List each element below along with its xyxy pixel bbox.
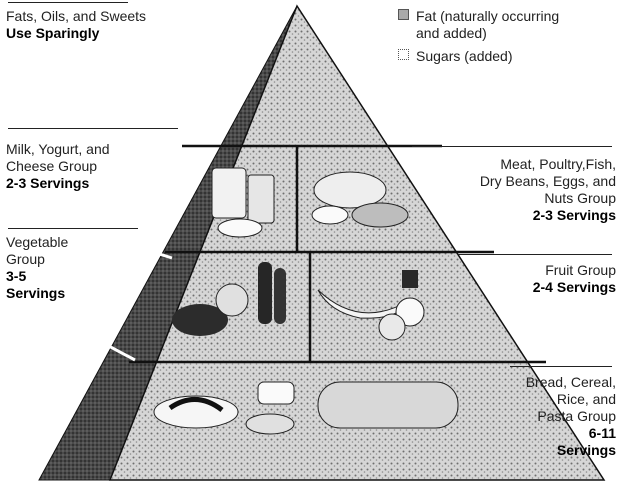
tier-name-line: Dry Beans, Eggs, and bbox=[480, 173, 616, 190]
tier-name-line: Nuts Group bbox=[480, 190, 616, 207]
label-fats-oils-sweets: Fats, Oils, and Sweets Use Sparingly bbox=[6, 8, 146, 42]
legend-fat-line-2: and added) bbox=[398, 25, 559, 42]
rule-vegetable bbox=[8, 228, 138, 229]
rule-meat bbox=[412, 146, 612, 147]
fat-legend-icon bbox=[398, 9, 409, 20]
tier-name-line: Meat, Poultry,Fish, bbox=[480, 156, 616, 173]
tier-name-line: Vegetable bbox=[6, 234, 68, 251]
label-fruit-group: Fruit Group 2-4 Servings bbox=[533, 262, 616, 296]
legend: Fat (naturally occurring and added) Suga… bbox=[398, 8, 559, 65]
label-meat-group: Meat, Poultry,Fish, Dry Beans, Eggs, and… bbox=[480, 156, 616, 224]
tier-name: Fruit Group bbox=[533, 262, 616, 279]
tier-servings-line: Servings bbox=[526, 442, 616, 459]
tier-name: Fats, Oils, and Sweets bbox=[6, 8, 146, 25]
tier-name-line: Cheese Group bbox=[6, 158, 110, 175]
label-bread-group: Bread, Cereal, Rice, and Pasta Group 6-1… bbox=[526, 374, 616, 459]
tier-name-line: Milk, Yogurt, and bbox=[6, 141, 110, 158]
sugar-legend-icon bbox=[398, 49, 409, 60]
tier-name-line: Rice, and bbox=[526, 391, 616, 408]
label-milk-group: Milk, Yogurt, and Cheese Group 2-3 Servi… bbox=[6, 141, 110, 192]
legend-sugar: Sugars (added) bbox=[416, 48, 513, 64]
rule-top-left bbox=[8, 2, 128, 3]
rule-milk bbox=[8, 128, 178, 129]
tier-servings-line: 3-5 bbox=[6, 268, 68, 285]
shadow-band-1 bbox=[115, 240, 172, 258]
tier-servings-line: Servings bbox=[6, 285, 68, 302]
tier-servings: Use Sparingly bbox=[6, 25, 146, 42]
tier-servings-line: 6-11 bbox=[526, 425, 616, 442]
legend-fat-line-1: Fat (naturally occurring bbox=[416, 8, 559, 24]
rule-bread bbox=[510, 366, 612, 367]
tier-name-line: Pasta Group bbox=[526, 408, 616, 425]
tier-servings: 2-3 Servings bbox=[6, 175, 110, 192]
label-vegetable-group: Vegetable Group 3-5 Servings bbox=[6, 234, 68, 302]
tier-servings: 2-3 Servings bbox=[480, 207, 616, 224]
rule-fruit bbox=[458, 254, 612, 255]
tier-servings: 2-4 Servings bbox=[533, 279, 616, 296]
tier-name-line: Bread, Cereal, bbox=[526, 374, 616, 391]
tier-name-line: Group bbox=[6, 251, 68, 268]
